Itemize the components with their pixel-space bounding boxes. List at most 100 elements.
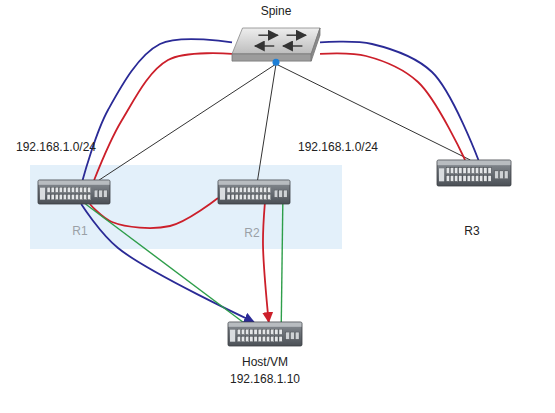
node-label: R2 — [244, 226, 259, 240]
switch-port — [471, 176, 474, 182]
node-label: R1 — [72, 224, 87, 238]
switch-uplink-port — [295, 332, 299, 339]
switch-port — [231, 187, 234, 192]
switch-port — [51, 194, 54, 199]
switch-port — [239, 194, 242, 199]
switch-port — [243, 194, 246, 199]
switch-port — [467, 168, 470, 174]
switch-port — [75, 194, 78, 199]
link-line — [276, 64, 470, 160]
switch-port — [84, 194, 87, 199]
switch-port — [260, 187, 263, 192]
switch-port — [88, 194, 91, 199]
switch-port — [484, 176, 487, 182]
switch-port — [80, 194, 83, 199]
switch-port — [268, 194, 271, 199]
link-line — [86, 204, 243, 322]
switch-uplink-port — [279, 190, 283, 197]
switch-uplink-port — [291, 332, 295, 339]
switch-body — [218, 180, 290, 204]
switch-port — [250, 336, 253, 341]
spine-arrow — [283, 45, 302, 46]
switch-uplink-port — [94, 190, 98, 197]
switch-port — [241, 329, 244, 334]
switch-port — [471, 168, 474, 174]
switch-port — [258, 336, 261, 341]
switch-icon — [218, 180, 290, 204]
switch-label-plate — [230, 330, 235, 342]
switch-port — [262, 329, 265, 334]
switch-port — [55, 187, 58, 192]
switch-port — [268, 187, 271, 192]
link-line — [99, 64, 276, 180]
switch-port — [67, 194, 70, 199]
switch-port — [63, 187, 66, 192]
switch-label-plate — [439, 168, 444, 181]
node-label: Spine — [261, 4, 292, 18]
switch-port — [459, 176, 462, 182]
switch-uplink-port — [286, 332, 290, 339]
switch-port — [47, 187, 50, 192]
switch-port — [450, 168, 453, 174]
link-line — [83, 39, 232, 180]
switch-port — [450, 176, 453, 182]
switch-port — [275, 336, 278, 341]
switch-port — [279, 329, 282, 334]
switch-port — [250, 329, 253, 334]
switch-top-edge — [229, 323, 302, 327]
switch-port — [251, 187, 254, 192]
spine-side — [311, 28, 320, 61]
switch-port — [67, 187, 70, 192]
switch-port — [241, 336, 244, 341]
switch-uplink-port — [104, 190, 108, 197]
switch-port — [243, 187, 246, 192]
switch-port — [239, 187, 242, 192]
switch-port — [254, 336, 257, 341]
switch-port — [237, 336, 240, 341]
switch-port — [231, 194, 234, 199]
switch-port — [488, 176, 491, 182]
switch-icon — [228, 322, 302, 346]
network-switch: 192.168.1.0/24R2 — [218, 180, 290, 204]
switch-port — [475, 168, 478, 174]
switch-port — [237, 329, 240, 334]
switch-body — [38, 180, 110, 204]
switch-port — [446, 168, 449, 174]
switch-port — [71, 194, 74, 199]
switch-port — [475, 176, 478, 182]
switch-icon — [38, 180, 110, 204]
switch-port — [71, 187, 74, 192]
link-line — [281, 204, 283, 322]
switch-port — [488, 168, 491, 174]
switch-label-plate — [40, 188, 45, 200]
switch-port — [459, 168, 462, 174]
switch-port — [235, 187, 238, 192]
node-label: R3 — [464, 224, 479, 238]
switch-port — [463, 176, 466, 182]
switch-port — [227, 187, 230, 192]
node-label: 192.168.1.10 — [230, 372, 300, 386]
switch-port — [467, 176, 470, 182]
spine-icon — [232, 28, 320, 64]
switch-port — [446, 176, 449, 182]
switch-port — [59, 194, 62, 199]
spine-arrow — [287, 35, 306, 36]
spine-switch: Spine — [232, 28, 320, 64]
switch-port — [480, 168, 483, 174]
switch-port — [264, 187, 267, 192]
switch-body — [228, 322, 302, 346]
switch-port — [455, 176, 458, 182]
node-label: 192.168.1.0/24 — [16, 140, 96, 154]
switch-port — [271, 336, 274, 341]
switch-port — [247, 194, 250, 199]
switch-top-edge — [438, 161, 511, 166]
spine-front — [232, 54, 311, 61]
switch-port — [235, 194, 238, 199]
switch-port — [88, 187, 91, 192]
switch-port — [255, 187, 258, 192]
switch-port — [51, 187, 54, 192]
switch-uplink-port — [99, 190, 103, 197]
switch-port — [455, 168, 458, 174]
switch-uplink-port — [284, 190, 288, 197]
